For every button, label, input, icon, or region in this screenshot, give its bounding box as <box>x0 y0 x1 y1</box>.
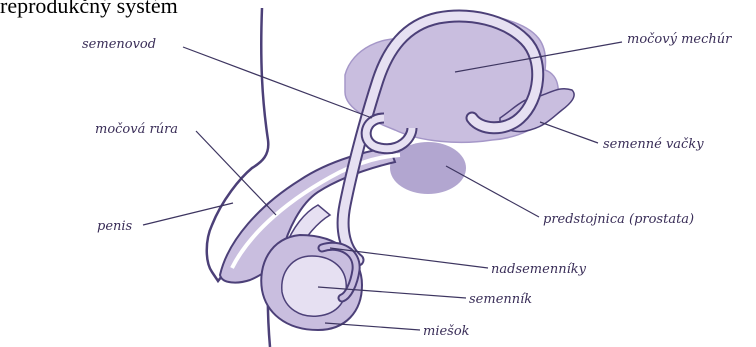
label-mocovy-mechur: močový mechúr <box>627 32 732 47</box>
label-mocova-rura: močová rúra <box>95 122 178 137</box>
label-penis: penis <box>97 219 133 234</box>
leader-penis <box>143 203 233 225</box>
leader-semenovod <box>183 47 372 118</box>
label-semennik: semenník <box>469 292 532 307</box>
leader-mocova-rura <box>196 131 276 215</box>
label-semenovod: semenovod <box>82 37 156 52</box>
testis <box>282 256 346 316</box>
label-miesok: miešok <box>423 324 470 339</box>
label-semenne-vacky: semenné vačky <box>603 137 704 152</box>
label-predstojnica: predstojnica (prostata) <box>543 212 694 227</box>
body-contour <box>207 8 272 347</box>
leader-predstojnica <box>446 166 539 217</box>
label-nadsemenniky: nadsemenníky <box>491 262 587 277</box>
leader-semenne-vacky <box>540 122 598 143</box>
